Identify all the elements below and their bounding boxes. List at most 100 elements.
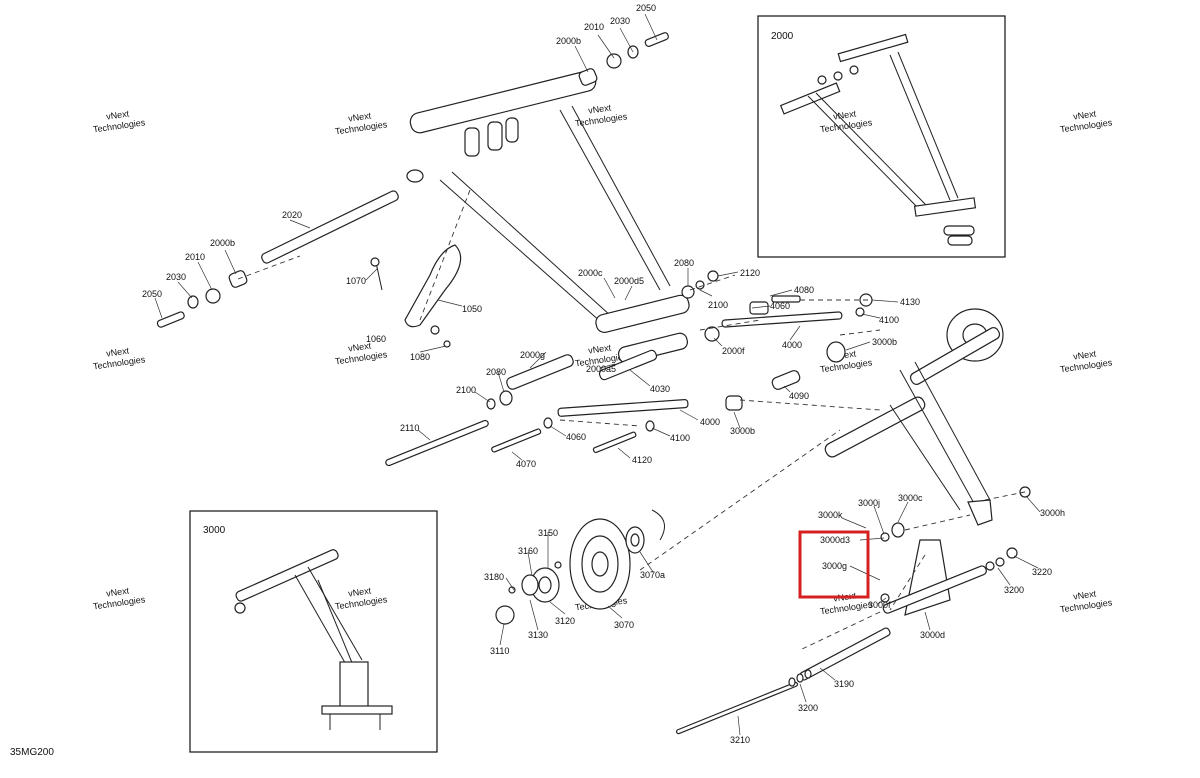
inset-2000: 2000 bbox=[757, 15, 1006, 258]
callout-4060[interactable]: 4060 bbox=[770, 301, 790, 311]
callout-2000b[interactable]: 2000b bbox=[556, 36, 581, 46]
callout-3070[interactable]: 3070 bbox=[614, 620, 634, 630]
svg-text:Technologies: Technologies bbox=[334, 119, 388, 136]
svg-text:Technologies: Technologies bbox=[92, 354, 146, 371]
svg-text:Technologies: Technologies bbox=[92, 594, 146, 611]
callout-3000d3[interactable]: 3000d3 bbox=[820, 535, 850, 545]
callout-4120[interactable]: 4120 bbox=[632, 455, 652, 465]
callout-4100[interactable]: 4100 bbox=[670, 433, 690, 443]
rear-axle-assembly bbox=[824, 308, 1004, 526]
callout-3000b[interactable]: 3000b bbox=[730, 426, 755, 436]
lower-right-hardware bbox=[675, 486, 1031, 735]
callout-2020[interactable]: 2020 bbox=[282, 210, 302, 220]
svg-text:Technologies: Technologies bbox=[1059, 597, 1113, 614]
svg-text:vNext: vNext bbox=[587, 102, 612, 115]
callout-4070[interactable]: 4070 bbox=[516, 459, 536, 469]
callout-3000k[interactable]: 3000k bbox=[818, 510, 843, 520]
svg-text:Technologies: Technologies bbox=[819, 117, 873, 134]
callout-3200[interactable]: 3200 bbox=[1004, 585, 1024, 595]
callout-3210[interactable]: 3210 bbox=[730, 735, 750, 745]
callout-3070a[interactable]: 3070a bbox=[640, 570, 665, 580]
callout-1070[interactable]: 1070 bbox=[346, 276, 366, 286]
callout-2100[interactable]: 2100 bbox=[456, 385, 476, 395]
callouts: 2050 2030 2010 2000b 2020 2000b 2010 203… bbox=[142, 3, 1065, 745]
link-4000-lower bbox=[557, 370, 801, 417]
watermark: vNext Technologies bbox=[1059, 588, 1113, 614]
svg-text:Technologies: Technologies bbox=[92, 117, 146, 134]
callout-3000d[interactable]: 3000d bbox=[920, 630, 945, 640]
callout-3120[interactable]: 3120 bbox=[555, 616, 575, 626]
callout-2000f[interactable]: 2000f bbox=[722, 346, 745, 356]
callout-3000f[interactable]: 3000f bbox=[868, 600, 891, 610]
inset-2000-label: 2000 bbox=[771, 31, 794, 42]
callout-3130[interactable]: 3130 bbox=[528, 630, 548, 640]
svg-text:vNext: vNext bbox=[105, 345, 130, 358]
svg-text:Technologies: Technologies bbox=[1059, 357, 1113, 374]
svg-text:Technologies: Technologies bbox=[819, 599, 873, 616]
callout-3000h[interactable]: 3000h bbox=[1040, 508, 1065, 518]
callout-2050[interactable]: 2050 bbox=[142, 289, 162, 299]
callout-2080[interactable]: 2080 bbox=[674, 258, 694, 268]
inset-3000-label: 3000 bbox=[203, 525, 226, 536]
callout-4060[interactable]: 4060 bbox=[566, 432, 586, 442]
leader-lines bbox=[154, 13, 1041, 736]
callout-4080[interactable]: 4080 bbox=[794, 285, 814, 295]
callout-2000d5[interactable]: 2000d5 bbox=[614, 276, 644, 286]
svg-text:Technologies: Technologies bbox=[334, 349, 388, 366]
watermark: vNext Technologies bbox=[334, 585, 388, 611]
svg-text:vNext: vNext bbox=[587, 342, 612, 355]
hardware-2080-2120 bbox=[681, 270, 846, 363]
highlight-box bbox=[798, 530, 870, 599]
callout-4090[interactable]: 4090 bbox=[789, 391, 809, 401]
inset-3000: 3000 bbox=[189, 510, 438, 753]
svg-text:vNext: vNext bbox=[1072, 348, 1097, 361]
hardware-top bbox=[578, 32, 669, 86]
diagram-code: 35MG200 bbox=[10, 747, 54, 758]
callout-3110[interactable]: 3110 bbox=[490, 646, 509, 656]
callout-2100[interactable]: 2100 bbox=[708, 300, 728, 310]
callout-3200[interactable]: 3200 bbox=[798, 703, 818, 713]
callout-4000[interactable]: 4000 bbox=[700, 417, 720, 427]
svg-text:vNext: vNext bbox=[1072, 588, 1097, 601]
callout-3160[interactable]: 3160 bbox=[518, 546, 538, 556]
callout-3190[interactable]: 3190 bbox=[834, 679, 854, 689]
callout-2000g[interactable]: 2000g bbox=[520, 350, 545, 360]
callout-2000a5[interactable]: 2000a5 bbox=[586, 364, 616, 374]
callout-2080[interactable]: 2080 bbox=[486, 367, 506, 377]
callout-3150[interactable]: 3150 bbox=[538, 528, 558, 538]
callout-3000b[interactable]: 3000b bbox=[872, 337, 897, 347]
callout-2000c[interactable]: 2000c bbox=[578, 268, 603, 278]
callout-3000j[interactable]: 3000j bbox=[858, 498, 880, 508]
callout-2030[interactable]: 2030 bbox=[166, 272, 186, 282]
callout-2050[interactable]: 2050 bbox=[636, 3, 656, 13]
svg-text:Technologies: Technologies bbox=[334, 594, 388, 611]
callout-2110[interactable]: 2110 bbox=[400, 423, 419, 433]
svg-text:vNext: vNext bbox=[105, 585, 130, 598]
callout-2030[interactable]: 2030 bbox=[610, 16, 630, 26]
callout-2000b[interactable]: 2000b bbox=[210, 238, 235, 248]
callout-2010[interactable]: 2010 bbox=[584, 22, 604, 32]
svg-text:vNext: vNext bbox=[832, 108, 857, 121]
callout-1050[interactable]: 1050 bbox=[462, 304, 482, 314]
middle-shafts bbox=[385, 349, 658, 467]
watermark: vNext Technologies bbox=[819, 590, 873, 616]
svg-text:vNext: vNext bbox=[105, 108, 130, 121]
callout-2120[interactable]: 2120 bbox=[740, 268, 760, 278]
watermark: vNext Technologies bbox=[819, 348, 873, 374]
callout-4130[interactable]: 4130 bbox=[900, 297, 920, 307]
callout-4100[interactable]: 4100 bbox=[879, 315, 899, 325]
callout-1080[interactable]: 1080 bbox=[410, 352, 430, 362]
callout-3180[interactable]: 3180 bbox=[484, 572, 504, 582]
inset-3000-arm bbox=[234, 549, 393, 730]
callout-4000[interactable]: 4000 bbox=[782, 340, 802, 350]
bracket-1050 bbox=[370, 244, 462, 348]
callout-3000c[interactable]: 3000c bbox=[898, 493, 923, 503]
callout-2010[interactable]: 2010 bbox=[185, 252, 205, 262]
callout-3000g[interactable]: 3000g bbox=[822, 561, 847, 571]
watermark: vNext Technologies bbox=[1059, 108, 1113, 134]
callout-3220[interactable]: 3220 bbox=[1032, 567, 1052, 577]
watermark: vNext Technologies bbox=[92, 585, 146, 611]
callout-1060[interactable]: 1060 bbox=[366, 334, 386, 344]
callout-4030[interactable]: 4030 bbox=[650, 384, 670, 394]
